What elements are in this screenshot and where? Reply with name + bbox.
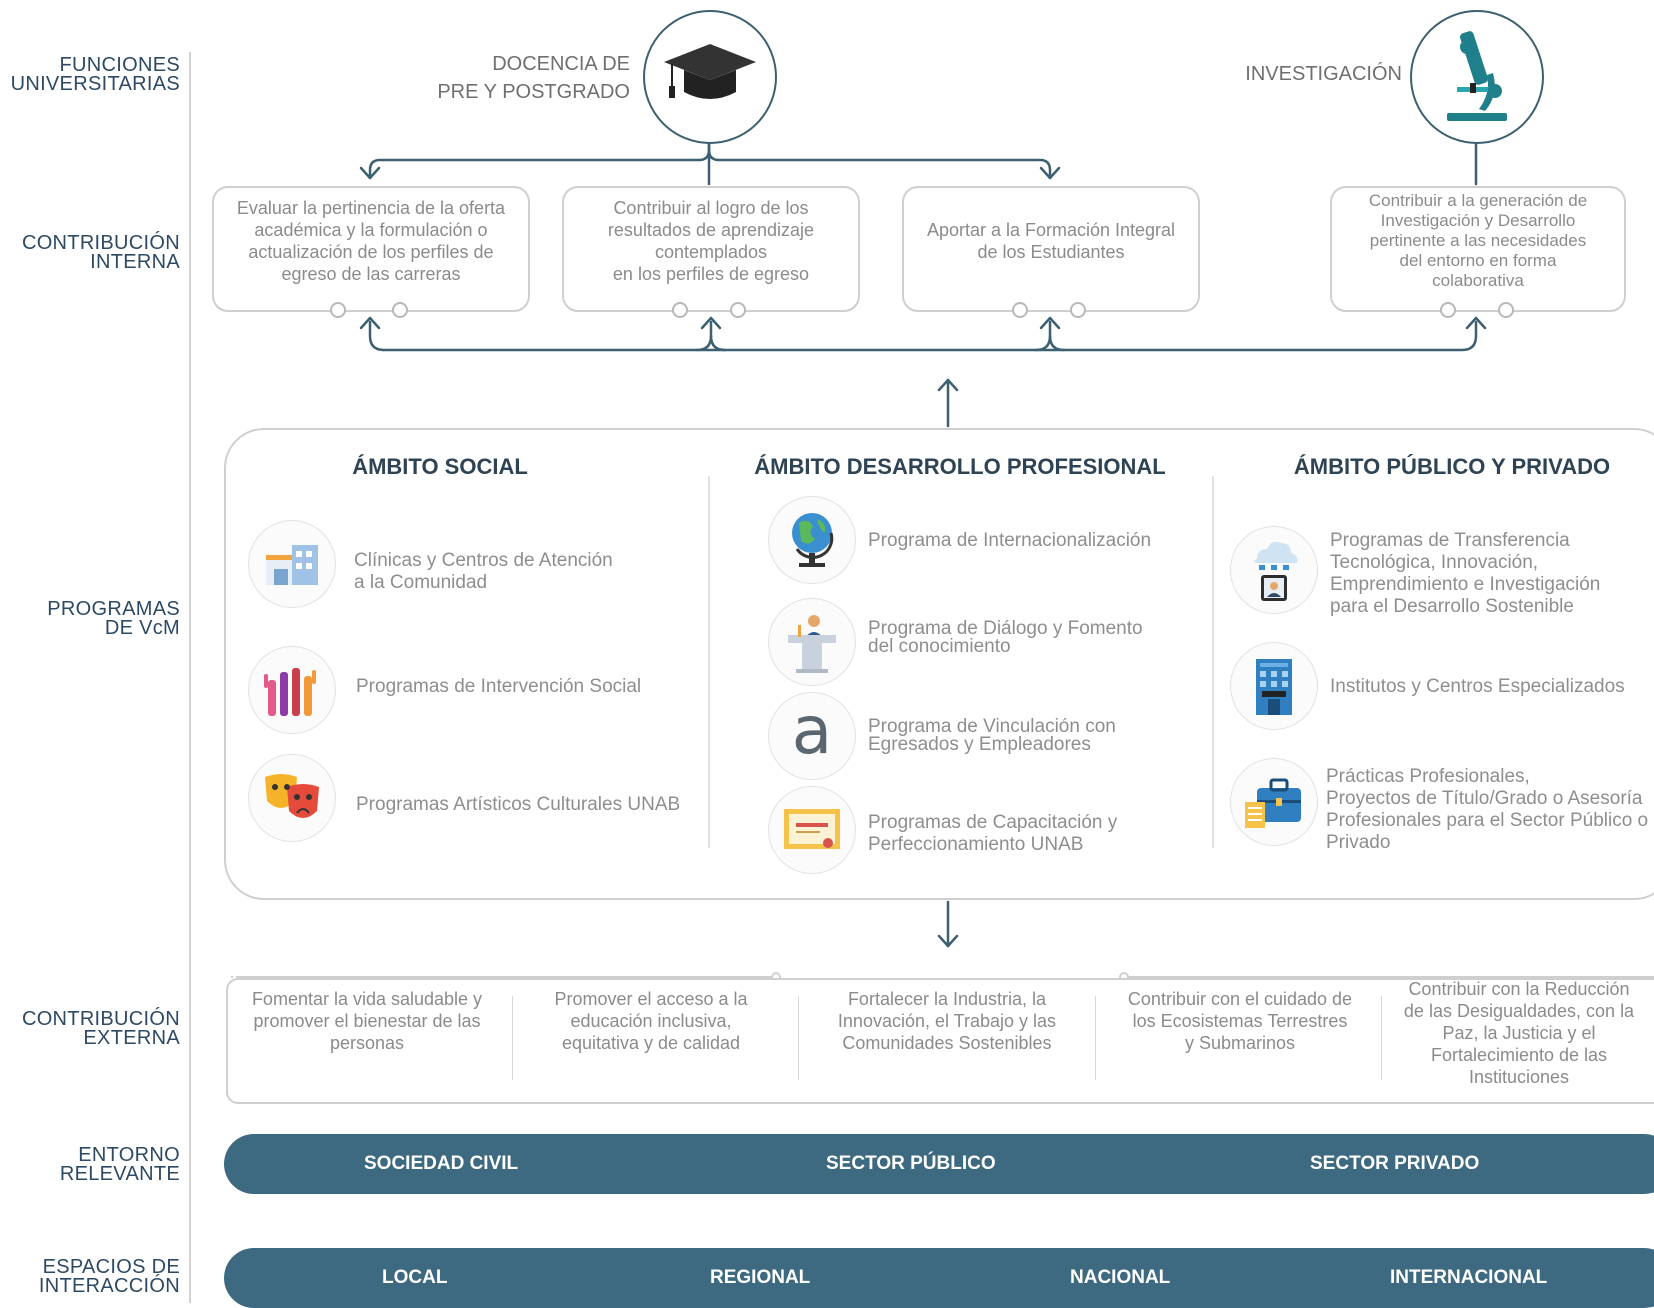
column-divider <box>708 476 710 848</box>
external-divider <box>1381 996 1382 1080</box>
programa-practicas: Prácticas Profesionales,Proyectos de Tít… <box>1326 766 1649 853</box>
certificate-icon <box>768 786 856 874</box>
espacio-internacional: INTERNACIONAL <box>1390 1267 1548 1288</box>
investigacion-circle <box>1410 10 1544 144</box>
entorno-sociedad-civil: SOCIEDAD CIVIL <box>364 1153 519 1174</box>
building-icon <box>248 520 336 608</box>
letter-a-icon: a <box>768 692 856 780</box>
programa-artisticos: Programas Artísticos Culturales UNAB <box>356 794 681 815</box>
external-divider <box>1095 996 1096 1080</box>
external-divider <box>512 996 513 1080</box>
programas-panel <box>224 428 1654 900</box>
programa-internacionalizacion: Programa de Internacionalización <box>868 530 1152 551</box>
briefcase-icon <box>1230 758 1318 846</box>
column-divider <box>1212 476 1214 848</box>
espacio-local: LOCAL <box>382 1267 448 1288</box>
entorno-bar: SOCIEDAD CIVIL SECTOR PÚBLICO SECTOR PRI… <box>224 1134 1654 1194</box>
graduation-cap-icon <box>660 40 760 115</box>
ambito-social-title: ÁMBITO SOCIAL <box>352 454 528 479</box>
entorno-sector-privado: SECTOR PRIVADO <box>1310 1153 1480 1174</box>
speaker-podium-icon <box>768 598 856 686</box>
external-divider <box>798 996 799 1080</box>
theater-masks-icon <box>248 754 336 842</box>
espacios-bar: LOCAL REGIONAL NACIONAL INTERNACIONAL <box>224 1248 1654 1308</box>
ambito-publico-title: ÁMBITO PÚBLICO Y PRIVADO <box>1293 454 1611 479</box>
docencia-circle <box>643 10 777 144</box>
investigacion-label: INVESTIGACIÓN <box>1245 63 1402 85</box>
programa-institutos: Institutos y Centros Especializados <box>1330 676 1625 697</box>
office-building-icon <box>1230 642 1318 730</box>
cloud-network-icon <box>1230 526 1318 614</box>
ambito-profesional-title: ÁMBITO DESARROLLO PROFESIONAL <box>754 454 1166 479</box>
globe-icon <box>768 496 856 584</box>
espacio-regional: REGIONAL <box>710 1267 811 1288</box>
row-labels-divider <box>189 52 191 1303</box>
espacio-nacional: NACIONAL <box>1070 1267 1171 1288</box>
contribucion-externa-panel <box>226 978 1654 1104</box>
programa-intervencion-social: Programas de Intervención Social <box>356 676 642 697</box>
microscope-icon <box>1437 25 1517 130</box>
entorno-sector-publico: SECTOR PÚBLICO <box>826 1153 996 1174</box>
raised-hands-icon <box>248 646 336 734</box>
